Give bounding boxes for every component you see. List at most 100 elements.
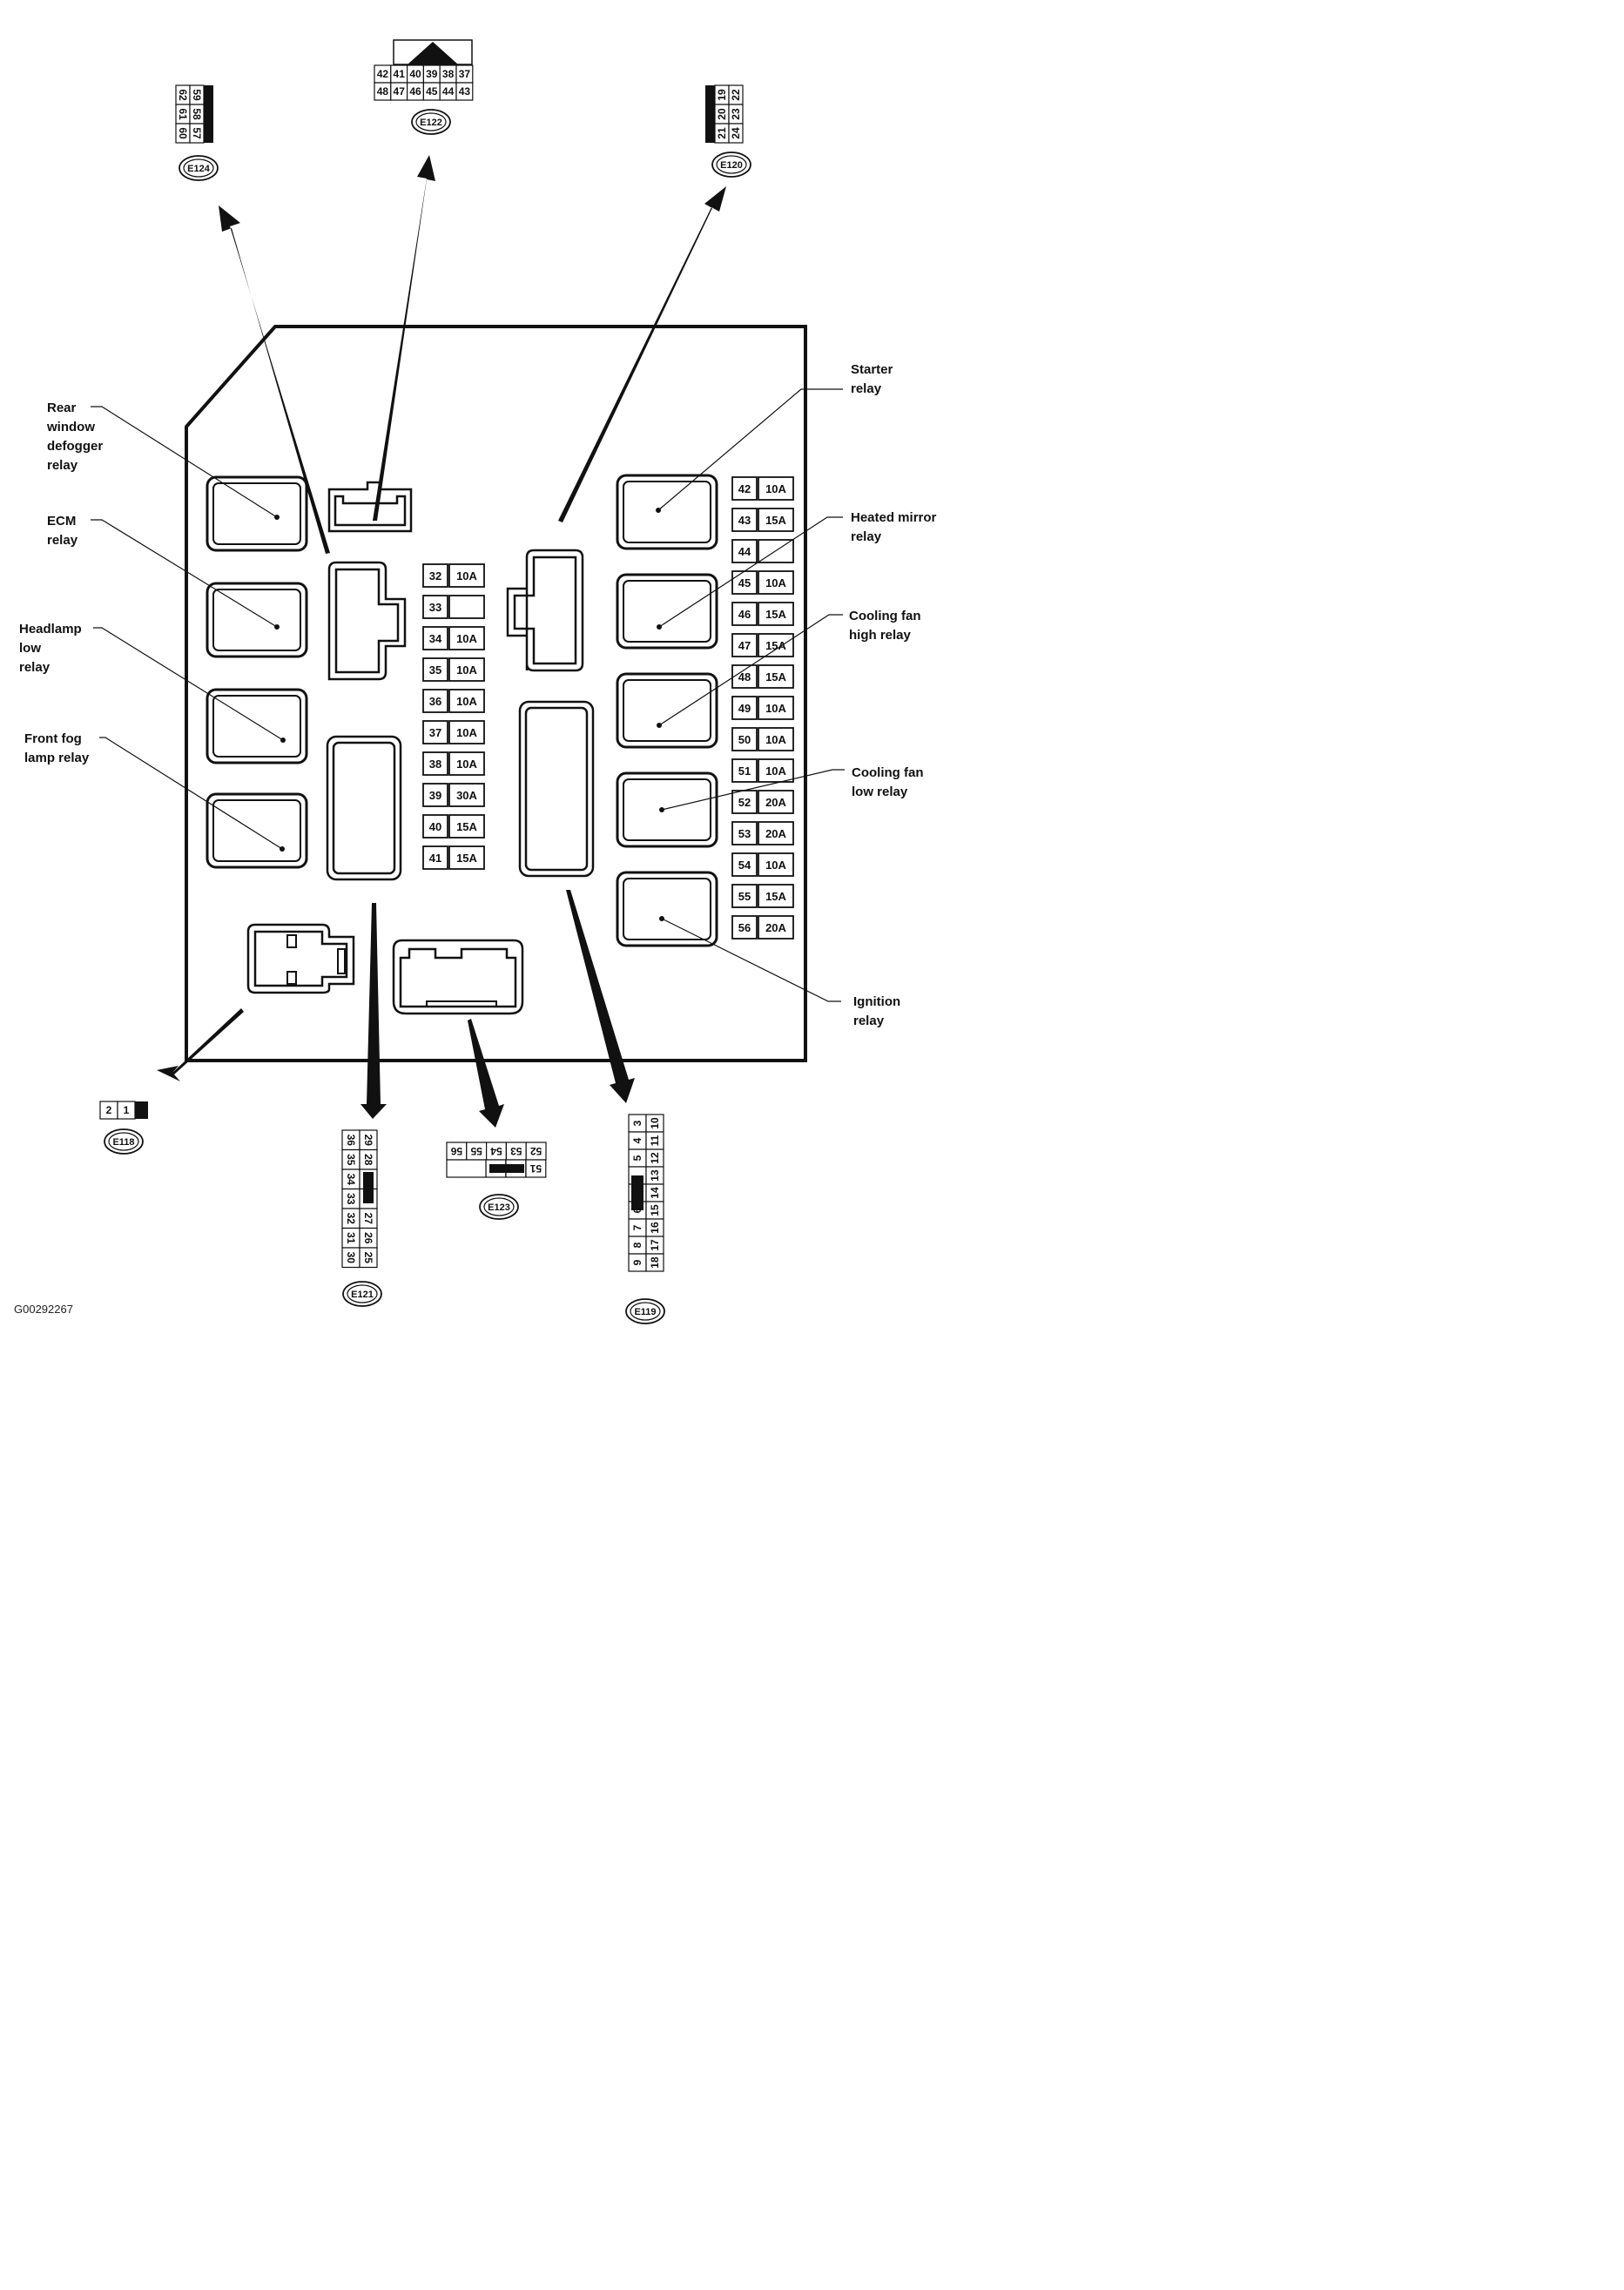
relays <box>206 474 718 947</box>
fuse-number-cell <box>422 563 448 588</box>
pin-label: 35 <box>345 1154 357 1166</box>
fuse-number: 39 <box>429 789 441 802</box>
fuse-rating-cell <box>758 476 794 501</box>
arrow-to-e120 <box>558 186 726 522</box>
fuse-number-cell <box>731 758 758 783</box>
fuse-rating-cell <box>758 570 794 595</box>
fuse-number: 50 <box>738 733 751 746</box>
fuse-number: 37 <box>429 726 441 739</box>
e123-blank <box>446 1159 487 1178</box>
pin-label: 7 <box>631 1224 644 1230</box>
leader-headlamp-low <box>93 627 284 741</box>
fuse-rating: 15A <box>765 639 786 652</box>
fuse-rating-cell <box>758 915 794 940</box>
fuse-rating-cell <box>448 814 485 839</box>
pin-cell <box>359 1247 378 1269</box>
fuse-number-cell <box>422 814 448 839</box>
e119-latch <box>631 1175 644 1210</box>
pin-label: 11 <box>649 1135 661 1146</box>
fuse-rating: 10A <box>765 702 786 715</box>
pin-label: 2 <box>106 1104 112 1116</box>
fuse-number-cell <box>422 783 448 807</box>
fuse-rating-cell <box>448 689 485 713</box>
cooling-fan-high-relay-box <box>616 672 718 749</box>
pin-label: 39 <box>426 68 438 80</box>
svg-text:E123: E123 <box>488 1202 510 1213</box>
pin-label: 13 <box>649 1169 661 1182</box>
fuse-number-cell <box>422 626 448 650</box>
pin-label: 29 <box>362 1135 374 1147</box>
arrow-to-e124 <box>219 205 330 554</box>
rear-window-defogger-relay-box <box>206 475 308 552</box>
pin-label: 53 <box>510 1145 522 1157</box>
pin-label: 30 <box>345 1252 357 1264</box>
fuse-44: 44 <box>731 539 794 563</box>
fuse-number-cell <box>731 852 758 877</box>
leader-cooling-fan-high <box>658 614 843 726</box>
fuse-rating-cell <box>758 821 794 845</box>
e122-header <box>393 39 473 65</box>
leader-front-fog <box>99 737 283 850</box>
fuse-number: 54 <box>738 859 751 872</box>
fuse-rating: 20A <box>765 827 786 840</box>
fuse-number: 43 <box>738 514 751 527</box>
fuse-number-cell <box>731 476 758 501</box>
e124-latch <box>204 85 213 143</box>
starter-relay-box <box>616 474 718 550</box>
arrow-to-e123 <box>468 1019 504 1128</box>
fuse-rating-cell <box>758 508 794 532</box>
ecm-relay-box <box>206 582 308 658</box>
pin-label: 42 <box>377 68 389 80</box>
ignition-relay-box <box>616 871 718 947</box>
pin-label: 56 <box>450 1145 462 1157</box>
pin-cell <box>455 82 474 101</box>
fuse-number: 41 <box>429 852 441 865</box>
pin-label: 32 <box>345 1213 357 1225</box>
fuse-rating-cell <box>758 664 794 689</box>
fuse-rating-cell <box>448 751 485 776</box>
leader-starter <box>657 388 843 511</box>
fuse-number: 45 <box>738 576 751 589</box>
fuse-rating-cell <box>758 884 794 908</box>
fuse-number-cell <box>731 821 758 845</box>
pin-label: 47 <box>394 85 406 98</box>
pin-label: 36 <box>345 1135 357 1147</box>
arrow-to-e122 <box>373 155 435 521</box>
fuse-number-cell <box>731 884 758 908</box>
fuse-box-outline <box>185 325 807 1062</box>
badge-e118: E118 <box>104 1128 144 1155</box>
fuse-number: 48 <box>738 670 751 684</box>
pin-label: 19 <box>716 89 728 101</box>
fuse-number: 52 <box>738 796 751 809</box>
fuse-number: 47 <box>738 639 751 652</box>
leader-dots <box>274 508 664 921</box>
pin-label: 52 <box>530 1145 542 1157</box>
pin-label: 20 <box>716 108 728 120</box>
fuse-rating-cell <box>448 626 485 650</box>
e120-latch <box>705 85 715 143</box>
fuse-rating: 10A <box>765 733 786 746</box>
pin-label: 51 <box>529 1162 542 1175</box>
pin-label: 15 <box>649 1204 661 1216</box>
fuse-rating: 10A <box>456 663 477 677</box>
fuse-rating-cell <box>448 657 485 682</box>
pin-label: 18 <box>649 1256 661 1269</box>
pin-label: 23 <box>730 108 742 120</box>
fuse-rating-cell <box>758 696 794 720</box>
label-front-fog-lamp: Front fog lamp relay <box>24 731 90 765</box>
fuse-rating: 10A <box>765 576 786 589</box>
fuse-rating: 10A <box>456 726 477 739</box>
pin-label: 40 <box>409 68 421 80</box>
pin-cell <box>645 1253 664 1272</box>
pin-label: 10 <box>649 1117 661 1129</box>
